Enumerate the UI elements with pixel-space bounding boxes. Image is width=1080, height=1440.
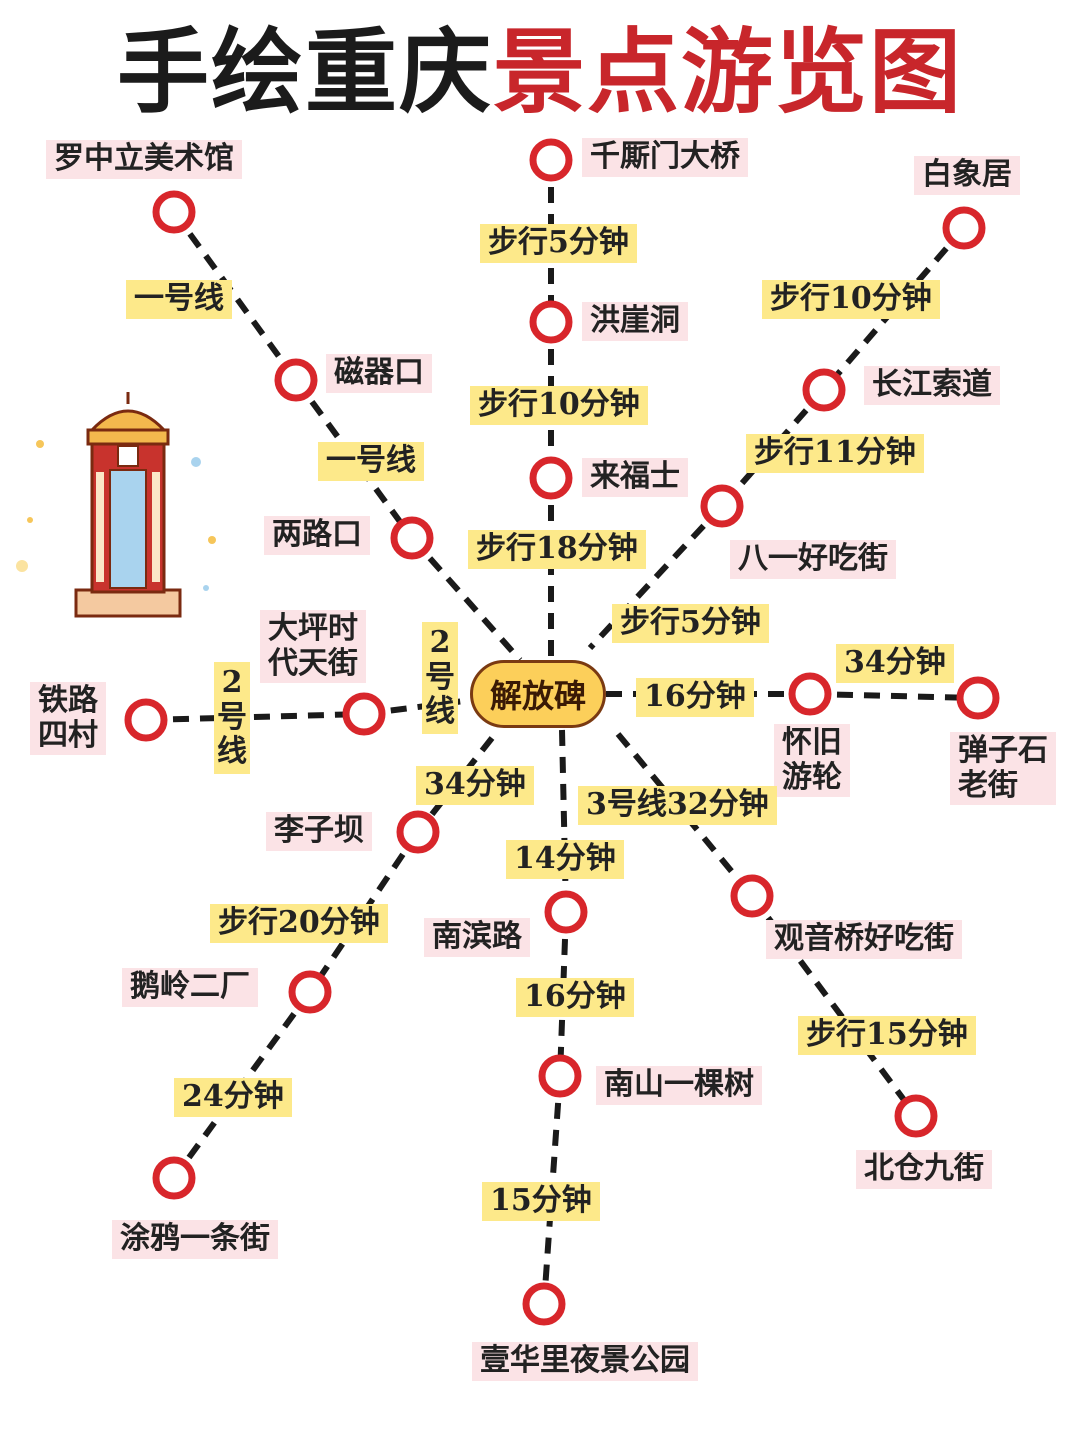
label-beicang-jiujie: 北仓九街 (856, 1150, 992, 1189)
label-graffiti-street: 涂鸦一条街 (112, 1220, 278, 1259)
leg-line2-near-hub: 2 号 线 (422, 622, 458, 734)
station-changjiang-cableway (802, 368, 846, 412)
label-yihuali-park: 壹华里夜景公园 (472, 1342, 698, 1381)
leg-walk5-top: 步行5分钟 (480, 224, 637, 263)
label-liziba: 李子坝 (266, 812, 372, 851)
route-hub-nanbin (559, 729, 569, 913)
label-nanshan-tree: 南山一棵树 (596, 1066, 762, 1105)
leg-walk11: 步行11分钟 (746, 434, 924, 473)
station-beicang (894, 1094, 938, 1138)
label-luozhongli-art-museum: 罗中立美术馆 (46, 140, 242, 179)
label-changjiang-cableway: 长江索道 (864, 366, 1000, 405)
station-tuya (152, 1156, 196, 1200)
leg-walk15: 步行15分钟 (798, 1016, 976, 1055)
station-huaijiu (788, 672, 832, 716)
route-line1-upper (171, 210, 299, 382)
route-tielu-daping (145, 711, 365, 723)
leg-walk10-right: 步行10分钟 (762, 280, 940, 319)
label-bayi-food-street: 八一好吃街 (730, 540, 896, 579)
station-danzishi (956, 676, 1000, 720)
station-daping (342, 692, 386, 736)
leg-walk10-top: 步行10分钟 (470, 386, 648, 425)
label-hongyadong: 洪崖洞 (582, 302, 688, 341)
station-eling (288, 970, 332, 1014)
label-qiansimen-bridge: 千厮门大桥 (582, 138, 748, 177)
label-huaijiu-cruise: 怀旧 游轮 (774, 724, 850, 797)
route-guanyinqiao-beicang (749, 894, 919, 1118)
route-baixiangju-cableway (821, 226, 967, 392)
leg-34min-southwest: 34分钟 (416, 766, 534, 805)
label-baixiangju: 白象居 (914, 156, 1020, 195)
station-ciqikou (274, 358, 318, 402)
station-nanshan (538, 1054, 582, 1098)
leg-34min-east: 34分钟 (836, 644, 954, 683)
leg-16min-east: 16分钟 (636, 678, 754, 717)
station-qiansimen (529, 138, 573, 182)
label-daping-tianjie: 大坪时 代天街 (260, 610, 366, 683)
label-danzishi-old-street: 弹子石 老街 (950, 732, 1056, 805)
label-tielu-sicun: 铁路 四村 (30, 682, 106, 755)
station-luozhongli (152, 190, 196, 234)
label-nanbin-road: 南滨路 (424, 918, 530, 957)
route-lianglukou-hub (409, 536, 523, 662)
leg-line1-lower: 一号线 (318, 442, 424, 481)
leg-walk20: 步行20分钟 (210, 904, 388, 943)
station-liziba (396, 810, 440, 854)
station-raffles (529, 456, 573, 500)
map-title: 手绘重庆景点游览图 (0, 18, 1080, 128)
leg-24min: 24分钟 (174, 1078, 292, 1117)
station-hongyadong (529, 300, 573, 344)
hub-jiefangbei[interactable]: 解放碑 (470, 660, 606, 728)
leg-14min: 14分钟 (506, 840, 624, 879)
label-guanyinqiao-food-street: 观音桥好吃街 (766, 920, 962, 959)
label-lianglukou: 两路口 (264, 516, 370, 555)
station-baixiangju (942, 206, 986, 250)
leg-line1-upper: 一号线 (126, 280, 232, 319)
title-part-dark: 手绘重庆 (116, 19, 493, 126)
leg-line3-32min: 3号线32分钟 (578, 786, 777, 825)
station-lianglukou (390, 516, 434, 560)
route-bayi-hub (587, 503, 725, 651)
station-guanyinqiao (730, 874, 774, 918)
leg-line2-west: 2 号 线 (214, 662, 250, 774)
station-tielusicun (124, 698, 168, 742)
station-yihuali (522, 1282, 566, 1326)
leg-16min-south: 16分钟 (516, 978, 634, 1017)
clock-tower-illustration (16, 392, 216, 618)
leg-walk5-right: 步行5分钟 (612, 604, 769, 643)
title-part-red: 景点游览图 (493, 19, 964, 126)
route-hub-guanyinqiao (615, 732, 755, 898)
leg-15min: 15分钟 (482, 1182, 600, 1221)
route-line1-lower (293, 378, 415, 540)
label-eling-factory: 鹅岭二厂 (122, 968, 258, 1007)
label-ciqikou: 磁器口 (326, 354, 432, 393)
route-huaijiu-danzishi (809, 691, 979, 701)
station-nanbin (544, 890, 588, 934)
station-bayi (700, 484, 744, 528)
label-raffles: 来福士 (582, 458, 688, 497)
leg-walk18: 步行18分钟 (468, 530, 646, 569)
